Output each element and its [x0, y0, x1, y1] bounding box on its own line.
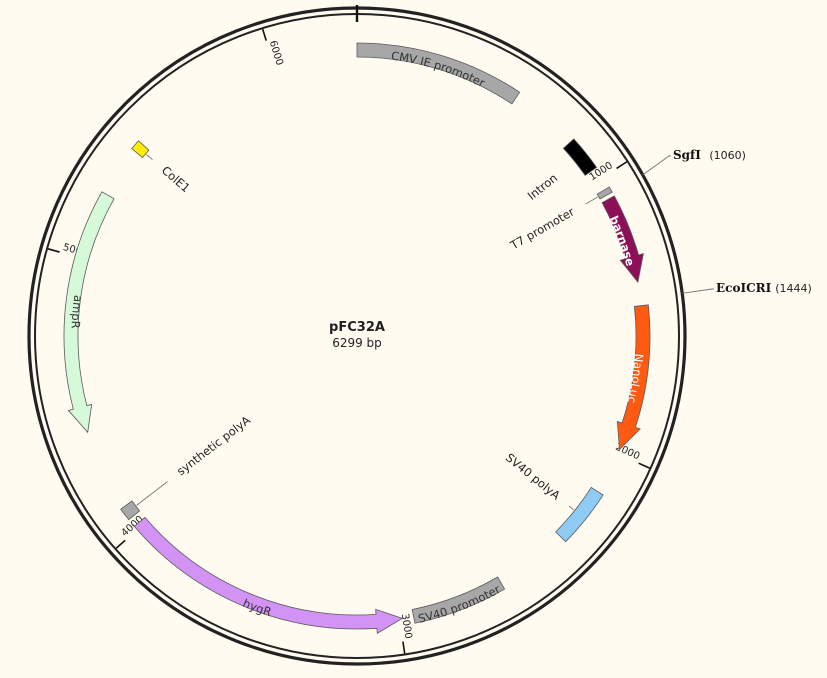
- feature-sv40-polya[interactable]: [555, 486, 604, 543]
- features-layer: [63, 42, 651, 634]
- site-connector-sgfi: [642, 155, 671, 176]
- tick-mark-1000: [616, 161, 628, 170]
- tick-mark-2000: [638, 462, 650, 469]
- sites-layer: SgfI (1060) EcoICRI(1444): [642, 148, 812, 295]
- site-position-sgfi: (1060): [709, 149, 746, 162]
- site-name-ecoicri: EcoICRI: [716, 281, 772, 295]
- feature-arc-cmv-ie-promoter[interactable]: [356, 42, 521, 105]
- feature-label-path-text-sv40-promoter: SV40 promoter: [417, 582, 503, 626]
- feature-arc-sv40-promoter[interactable]: [411, 576, 506, 624]
- feature-barnase[interactable]: [601, 195, 644, 284]
- feature-label-sv40-promoter: SV40 promoter: [417, 582, 503, 626]
- plasmid-name: pFC32A: [329, 320, 385, 335]
- feature-arc-nanoluc[interactable]: [616, 304, 651, 451]
- site-position-ecoicri: (1444): [775, 282, 812, 295]
- feature-cole1[interactable]: [131, 140, 150, 159]
- site-name-sgfi: SgfI: [673, 148, 701, 162]
- feature-arc-ampr[interactable]: [63, 191, 115, 434]
- feature-label-intron: Intron: [525, 171, 560, 203]
- feature-arc-barnase[interactable]: [601, 195, 644, 284]
- plasmid-size: 6299 bp: [332, 336, 382, 350]
- tick-label-3000: 3000: [399, 613, 414, 640]
- site-connector-ecoicri: [682, 288, 714, 294]
- label-leader-t7-promoter: [585, 196, 599, 205]
- tick-label-2000: 2000: [614, 442, 642, 463]
- feature-label-cole1: ColE1: [159, 163, 193, 195]
- feature-hygr[interactable]: [133, 516, 404, 634]
- label-leader-sv40-polya: [568, 505, 575, 511]
- tick-label-6000: 6000: [267, 39, 285, 67]
- feature-label-t7-promoter: T7 promoter: [507, 204, 577, 252]
- feature-t7-promoter[interactable]: [596, 186, 613, 200]
- feature-sv40-promoter[interactable]: [411, 576, 506, 624]
- feature-label-ampr: ampR: [69, 294, 86, 329]
- feature-ampr[interactable]: [63, 191, 115, 434]
- feature-label-synthetic-polya: synthetic polyA: [174, 413, 253, 478]
- feature-arc-sv40-polya[interactable]: [555, 486, 604, 543]
- feature-arc-hygr[interactable]: [133, 516, 404, 634]
- feature-arc-t7-promoter[interactable]: [596, 186, 613, 200]
- feature-arc-cole1[interactable]: [131, 140, 150, 159]
- tick-mark-5000: [47, 248, 60, 253]
- tick-mark-3000: [402, 641, 406, 654]
- feature-cmv-ie-promoter[interactable]: [356, 42, 521, 105]
- feature-label-path-text-ampr: ampR: [69, 294, 86, 329]
- tick-mark-4000: [115, 539, 126, 549]
- feature-intron[interactable]: [562, 138, 598, 176]
- label-leader-cole1: [146, 154, 153, 161]
- feature-arc-intron[interactable]: [562, 138, 598, 176]
- tick-mark-6000: [261, 28, 267, 41]
- label-leader-synthetic-polya: [136, 481, 168, 506]
- feature-nanoluc[interactable]: [616, 304, 651, 451]
- feature-label-sv40-polya: SV40 polyA: [503, 450, 563, 502]
- feature-synthetic-polya[interactable]: [120, 500, 141, 521]
- feature-arc-synthetic-polya[interactable]: [120, 500, 141, 521]
